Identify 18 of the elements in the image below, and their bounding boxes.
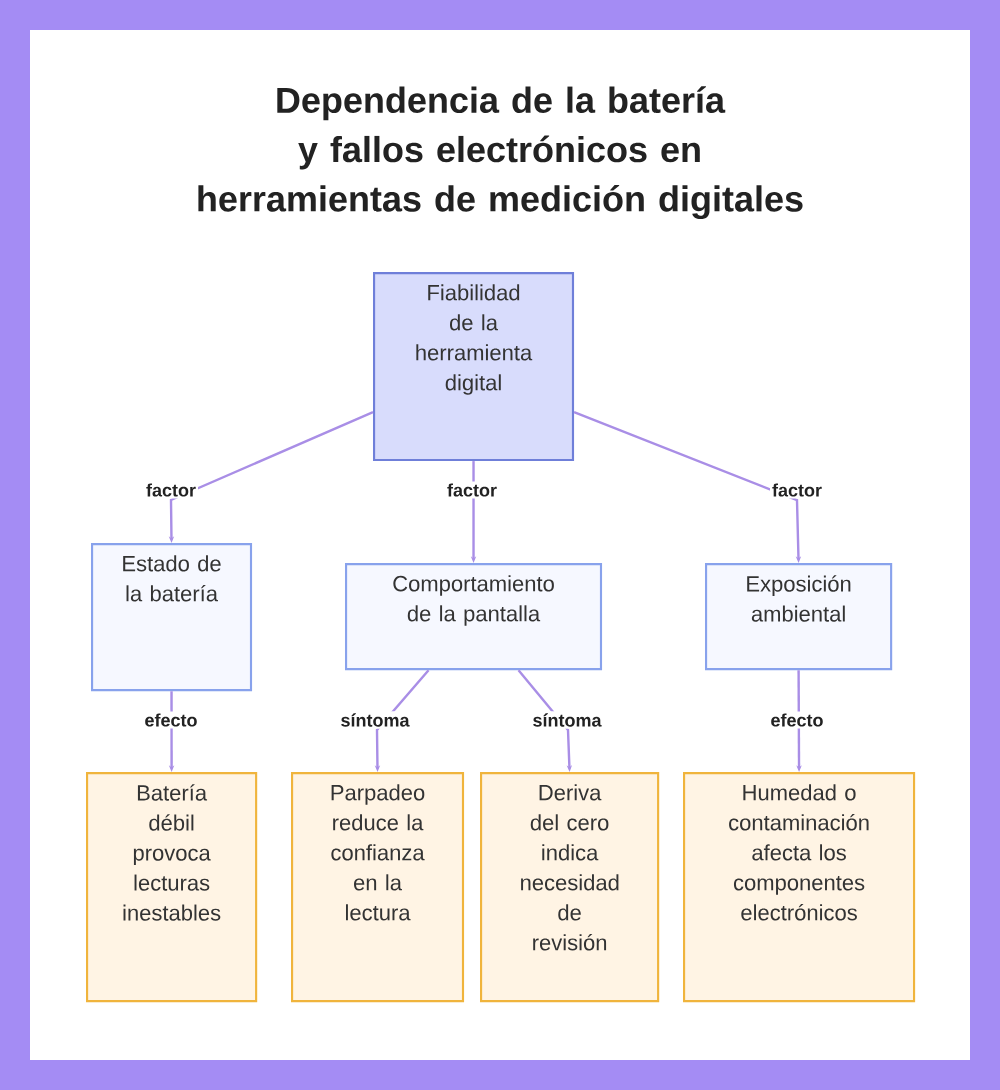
factor-box: Estado de la batería (91, 543, 253, 692)
edge-label: factor (770, 481, 824, 499)
arrow (517, 669, 573, 772)
effect-box: Batería débil provoca lecturas inestables (86, 772, 258, 1003)
root-box: Fiabilidad de la herramienta digital (373, 272, 575, 462)
effect-box: Deriva del cero indica necesidad de revisión (480, 772, 660, 1003)
effect-box: Parpadeo reduce la confianza en la lectura (291, 772, 465, 1003)
factor-box: Exposición ambiental (705, 563, 893, 671)
title: Dependencia de la batería y fallos electrónicos en herramientas de medición digitales (198, 86, 803, 219)
arrow (573, 410, 802, 563)
factor-box: Comportamiento de la pantalla (345, 563, 603, 671)
edge-label: factor (144, 481, 198, 499)
edge-label: síntoma (338, 711, 412, 729)
edge-label: factor (445, 481, 499, 499)
edge-label: efecto (142, 711, 200, 729)
effect-box: Humedad o contaminación afecta los componentes electrónicos (683, 772, 916, 1003)
edge-label: efecto (768, 711, 826, 729)
edge-label: síntoma (530, 711, 604, 729)
